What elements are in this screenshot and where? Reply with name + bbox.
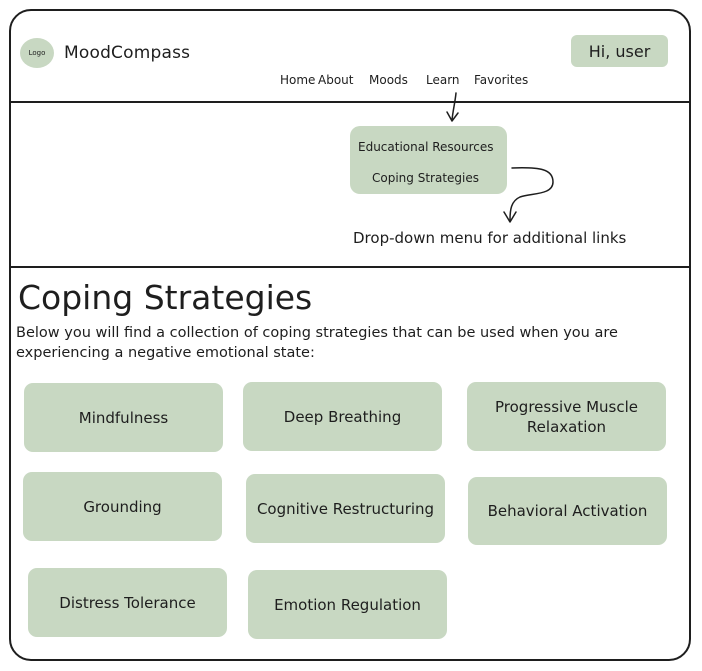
wireframe-frame: [9, 9, 691, 661]
nav-home[interactable]: Home: [280, 73, 316, 87]
logo-label: Logo: [28, 49, 46, 57]
annotation-divider: [10, 266, 690, 268]
card-emotion-regulation[interactable]: Emotion Regulation: [248, 570, 447, 639]
card-progressive-muscle-relaxation[interactable]: Progressive Muscle Relaxation: [467, 382, 666, 451]
card-mindfulness[interactable]: Mindfulness: [24, 383, 223, 452]
user-greeting-badge[interactable]: Hi, user: [571, 35, 668, 67]
learn-dropdown-menu: Educational Resources Coping Strategies: [350, 126, 507, 194]
card-grounding[interactable]: Grounding: [23, 472, 222, 541]
card-cognitive-restructuring[interactable]: Cognitive Restructuring: [246, 474, 445, 543]
dropdown-item-coping-strategies[interactable]: Coping Strategies: [372, 171, 479, 185]
header-divider: [10, 101, 690, 103]
page-title: Coping Strategies: [18, 278, 313, 317]
nav-favorites[interactable]: Favorites: [474, 73, 529, 87]
nav-about[interactable]: About: [318, 73, 354, 87]
card-distress-tolerance[interactable]: Distress Tolerance: [28, 568, 227, 637]
page-description: Below you will find a collection of copi…: [16, 325, 618, 361]
dropdown-item-educational-resources[interactable]: Educational Resources: [358, 140, 494, 154]
card-deep-breathing[interactable]: Deep Breathing: [243, 382, 442, 451]
nav-moods[interactable]: Moods: [369, 73, 408, 87]
card-behavioral-activation[interactable]: Behavioral Activation: [468, 477, 667, 545]
nav-learn[interactable]: Learn: [426, 73, 460, 87]
app-title: MoodCompass: [64, 43, 191, 63]
dropdown-annotation: Drop-down menu for additional links: [353, 229, 627, 247]
logo[interactable]: Logo: [20, 38, 54, 68]
